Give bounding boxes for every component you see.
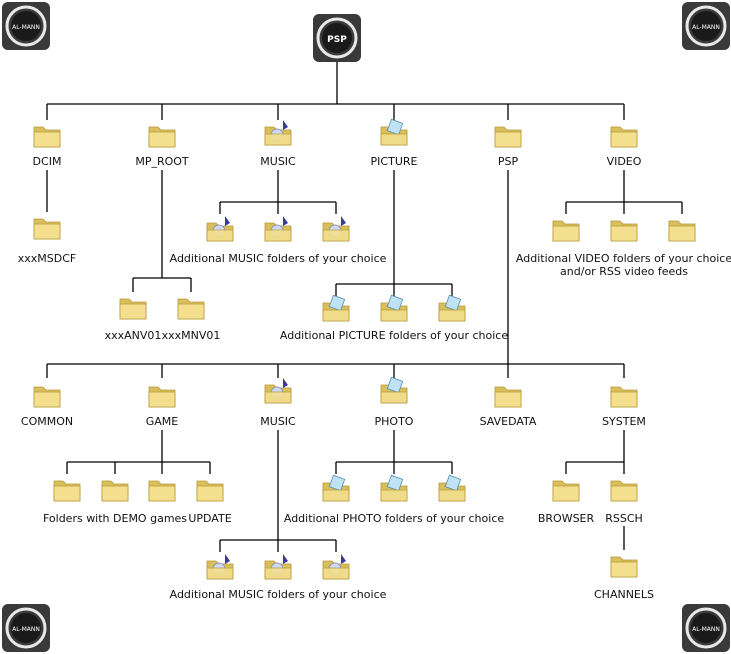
label-picture: PICTURE — [370, 155, 418, 168]
svg-text:AL-MANN: AL-MANN — [12, 626, 40, 633]
label-savedata: SAVEDATA — [479, 415, 537, 428]
video-subfolder-icon[interactable] — [551, 214, 581, 244]
picture-subfolder-icon[interactable] — [437, 294, 467, 324]
label-photo: PHOTO — [374, 415, 414, 428]
video-subfolder-icon[interactable] — [609, 214, 639, 244]
folder-psp-music-icon[interactable] — [263, 376, 293, 406]
folder-photo-icon[interactable] — [379, 376, 409, 406]
folder-common-icon[interactable] — [32, 380, 62, 410]
video-subfolder-icon[interactable] — [667, 214, 697, 244]
folder-picture-icon[interactable] — [379, 118, 409, 148]
folder-mp-root-icon[interactable] — [147, 120, 177, 150]
label-common: COMMON — [20, 415, 74, 428]
label-mp-root: MP_ROOT — [135, 155, 189, 168]
label-msdcf: xxxMSDCF — [17, 252, 77, 265]
music-subfolder-icon[interactable] — [263, 214, 293, 244]
psp-music-subfolder-icon[interactable] — [321, 552, 351, 582]
label-demo-games: Folders with DEMO games — [42, 512, 188, 525]
corner-logo-top-right: AL-MANN — [682, 2, 730, 50]
corner-logo-top-left: AL-MANN — [2, 2, 50, 50]
photo-subfolder-icon[interactable] — [379, 474, 409, 504]
folder-dcim-icon[interactable] — [32, 120, 62, 150]
photo-caption: Additional PHOTO folders of your choice — [283, 512, 505, 525]
folder-browser-icon[interactable] — [551, 474, 581, 504]
music-caption: Additional MUSIC folders of your choice — [169, 252, 387, 265]
label-anv: xxxANV01 — [104, 329, 162, 342]
label-system: SYSTEM — [602, 415, 646, 428]
svg-text:AL-MANN: AL-MANN — [12, 24, 40, 31]
folder-anv-icon[interactable] — [118, 292, 148, 322]
svg-text:AL-MANN: AL-MANN — [692, 626, 720, 633]
folder-savedata-icon[interactable] — [493, 380, 523, 410]
label-mnv: xxxMNV01 — [161, 329, 221, 342]
folder-music-icon[interactable] — [263, 118, 293, 148]
photo-subfolder-icon[interactable] — [321, 474, 351, 504]
game-demo-folder-icon[interactable] — [100, 474, 130, 504]
picture-subfolder-icon[interactable] — [321, 294, 351, 324]
folder-mnv-icon[interactable] — [176, 292, 206, 322]
label-dcim: DCIM — [32, 155, 62, 168]
psp-music-subfolder-icon[interactable] — [205, 552, 235, 582]
folder-msdcf-icon[interactable] — [32, 212, 62, 242]
video-caption-line1: Additional VIDEO folders of your choice — [515, 252, 731, 265]
folder-update-icon[interactable] — [195, 474, 225, 504]
folder-rssch-icon[interactable] — [609, 474, 639, 504]
corner-logo-bottom-left: AL-MANN — [2, 604, 50, 652]
game-demo-folder-icon[interactable] — [147, 474, 177, 504]
label-game: GAME — [145, 415, 179, 428]
svg-text:PSP: PSP — [327, 35, 347, 45]
video-caption-line2: and/or RSS video feeds — [560, 265, 688, 278]
photo-subfolder-icon[interactable] — [437, 474, 467, 504]
label-rssch: RSSCH — [605, 512, 643, 525]
folder-video-icon[interactable] — [609, 120, 639, 150]
label-video: VIDEO — [606, 155, 642, 168]
svg-text:AL-MANN: AL-MANN — [692, 24, 720, 31]
psp-root-logo: PSP — [313, 14, 361, 62]
folder-game-icon[interactable] — [147, 380, 177, 410]
music-subfolder-icon[interactable] — [205, 214, 235, 244]
label-music: MUSIC — [260, 155, 296, 168]
corner-logo-bottom-right: AL-MANN — [682, 604, 730, 652]
folder-psp-icon[interactable] — [493, 120, 523, 150]
label-psp-music: MUSIC — [260, 415, 296, 428]
folder-system-icon[interactable] — [609, 380, 639, 410]
folder-channels-icon[interactable] — [609, 550, 639, 580]
label-update: UPDATE — [188, 512, 232, 525]
psp-music-subfolder-icon[interactable] — [263, 552, 293, 582]
music-subfolder-icon[interactable] — [321, 214, 351, 244]
picture-caption: Additional PICTURE folders of your choic… — [279, 329, 509, 342]
label-browser: BROWSER — [537, 512, 595, 525]
psp-music-caption: Additional MUSIC folders of your choice — [169, 588, 387, 601]
label-channels: CHANNELS — [594, 588, 654, 601]
picture-subfolder-icon[interactable] — [379, 294, 409, 324]
label-psp: PSP — [497, 155, 519, 168]
game-demo-folder-icon[interactable] — [52, 474, 82, 504]
